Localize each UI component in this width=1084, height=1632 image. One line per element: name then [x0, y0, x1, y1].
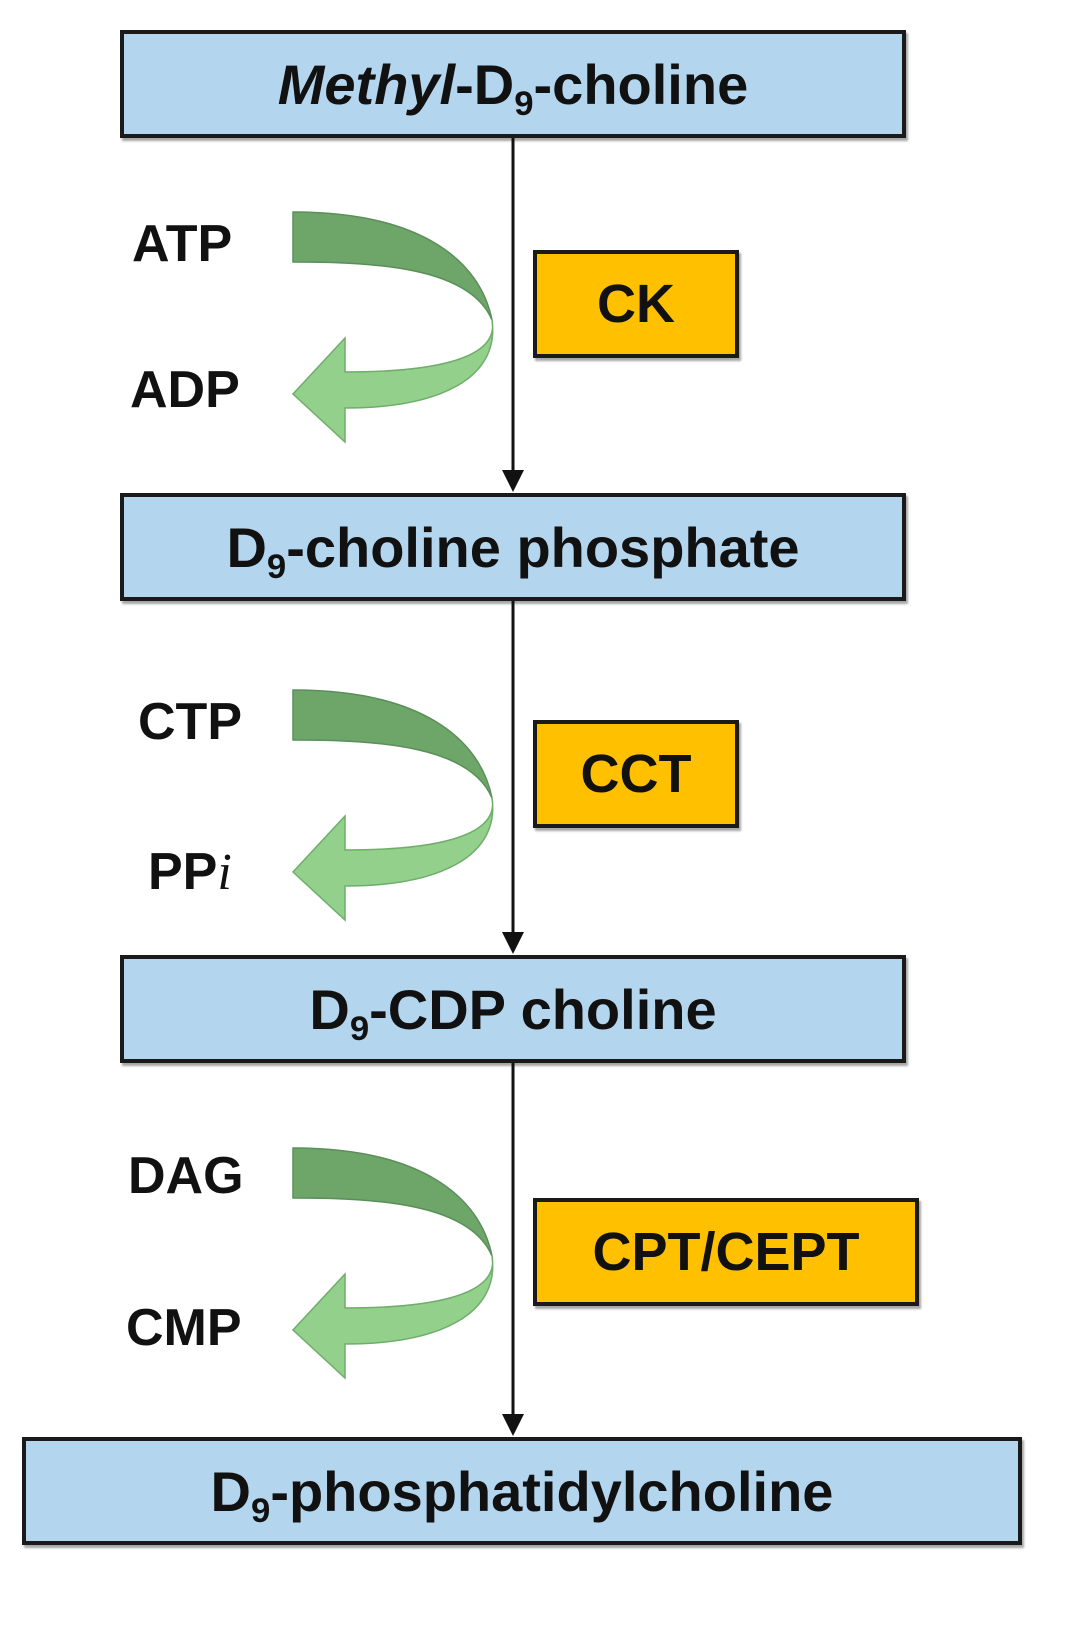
cofactor-adp: ADP [130, 361, 240, 419]
pathway-arrowhead-3 [502, 1414, 524, 1436]
enzyme-box-ck: CK [533, 250, 739, 358]
enzyme-label: CCT [580, 744, 692, 804]
cofactor-ppi: PPi [148, 843, 232, 901]
enzyme-box-cct: CCT [533, 720, 739, 828]
molecule-label: Methyl-D9-choline [277, 52, 749, 123]
molecule-box-d9-choline-phosphate: D9-choline phosphate [120, 493, 906, 601]
molecule-box-d9-cdp-choline: D9-CDP choline [120, 955, 906, 1063]
enzyme-label: CK [597, 274, 675, 334]
cofactor-curve-arrow-1 [291, 211, 494, 444]
cofactor-curve-arrow-3 [291, 1147, 494, 1380]
molecule-label: D9-phosphatidylcholine [210, 1459, 834, 1530]
pathway-arrowhead-1 [502, 470, 524, 492]
molecule-box-d9-phosphatidylcholine: D9-phosphatidylcholine [22, 1437, 1022, 1545]
enzyme-label: CPT/CEPT [592, 1222, 860, 1282]
cofactor-cmp: CMP [126, 1299, 242, 1357]
cofactor-ctp: CTP [138, 693, 242, 751]
molecule-label: D9-choline phosphate [226, 515, 800, 586]
pathway-arrowhead-2 [502, 932, 524, 954]
enzyme-box-cpt-cept: CPT/CEPT [533, 1198, 919, 1306]
cofactor-curve-arrow-2 [291, 689, 494, 922]
molecule-box-methyl-d9-choline: Methyl-D9-choline [120, 30, 906, 138]
molecule-label: D9-CDP choline [309, 977, 717, 1048]
cofactor-dag: DAG [128, 1147, 244, 1205]
cofactor-atp: ATP [132, 215, 233, 273]
